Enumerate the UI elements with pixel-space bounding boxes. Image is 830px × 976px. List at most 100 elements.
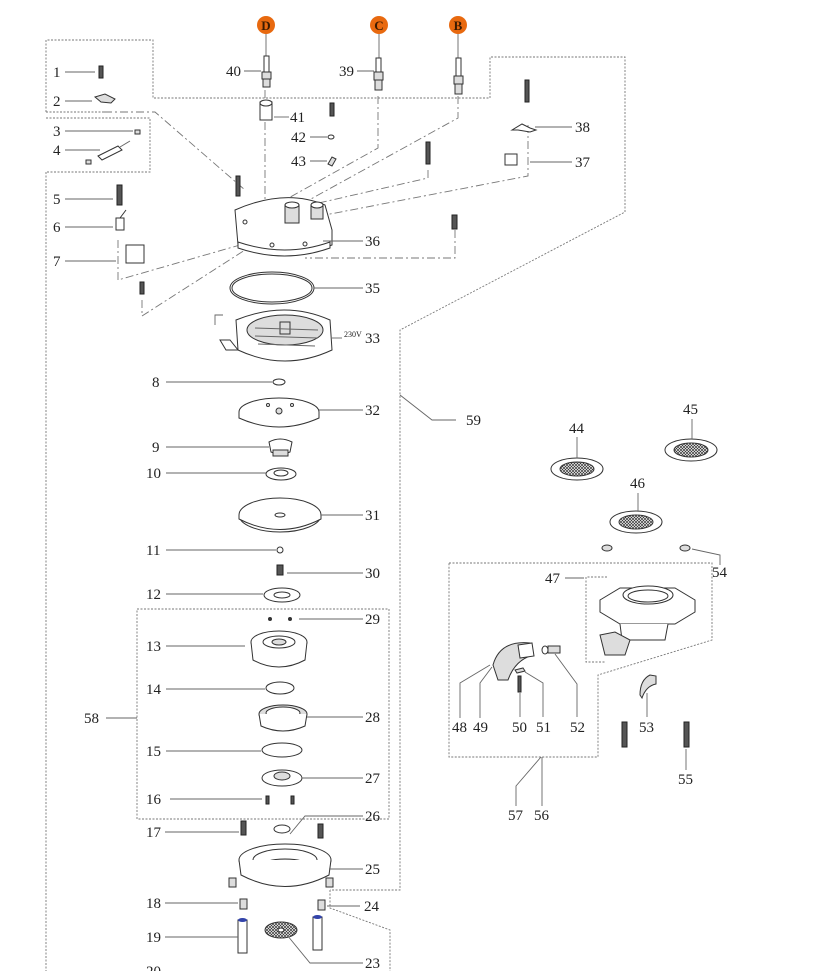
boundary-3-4 <box>46 117 151 173</box>
label-24: 24 <box>364 899 380 915</box>
label-49: 49 <box>473 720 488 736</box>
part-48-49-handle <box>492 642 535 681</box>
part-2-clamp <box>93 93 116 104</box>
part-10-washer <box>265 467 297 481</box>
label-13: 13 <box>146 639 161 655</box>
label-59: 59 <box>466 413 481 429</box>
part-42-oring <box>327 134 335 140</box>
part-38-clip <box>510 123 538 133</box>
label-42: 42 <box>291 130 306 146</box>
label-57: 57 <box>508 808 524 824</box>
label-12: 12 <box>146 587 161 603</box>
connector-label-B: B <box>454 18 463 33</box>
label-46: 46 <box>630 476 646 492</box>
label-53: 53 <box>639 720 654 736</box>
part-54-washers <box>601 544 691 552</box>
label-2: 2 <box>53 94 61 110</box>
connector-bubble-D <box>257 16 275 34</box>
part-7-block <box>125 244 145 264</box>
label-31: 31 <box>365 508 380 524</box>
part-screw-right-cover <box>451 214 458 230</box>
part-9-plug <box>268 438 293 457</box>
label-28: 28 <box>365 710 380 726</box>
label-47: 47 <box>545 571 561 587</box>
part-14-oring <box>265 681 295 695</box>
assembly-lines <box>104 90 529 317</box>
part-51-nut <box>514 667 526 674</box>
label-30: 30 <box>365 566 380 582</box>
connector-label-D: D <box>261 18 270 33</box>
connector-D: D <box>257 16 275 56</box>
group-boundaries <box>45 39 713 971</box>
part-19-pins <box>237 915 323 954</box>
part-4-sensor <box>85 140 131 165</box>
label-14: 14 <box>146 682 162 698</box>
part-8-oring <box>272 378 286 386</box>
label-1: 1 <box>53 65 61 81</box>
part-39-fitting <box>373 57 384 91</box>
label-41: 41 <box>290 110 305 126</box>
part-32-plate <box>238 397 320 428</box>
label-3: 3 <box>53 124 61 140</box>
label-15: 15 <box>146 744 161 760</box>
part-41-spacer <box>259 99 273 121</box>
part-11-valve <box>276 546 284 554</box>
part-B-fitting <box>453 57 464 95</box>
part-6-bracket <box>115 209 127 231</box>
label-6: 6 <box>53 220 61 236</box>
part-37-connector <box>504 153 518 166</box>
part-36-top-cover <box>234 197 333 257</box>
part-55-screws <box>621 721 690 748</box>
part-35-gasket <box>229 271 315 305</box>
boundary-56-57 <box>448 562 713 758</box>
label-50: 50 <box>512 720 527 736</box>
part-1-screw <box>98 65 104 79</box>
part-30-spring <box>276 564 284 576</box>
label-40: 40 <box>226 64 241 80</box>
part-17-springs <box>240 820 324 839</box>
label-56: 56 <box>534 808 550 824</box>
label-35: 35 <box>365 281 380 297</box>
part-screw-42-top <box>329 102 335 117</box>
part-28-seal <box>258 704 308 732</box>
part-52-pin <box>541 645 561 655</box>
part-33-heater <box>214 309 333 362</box>
label-27: 27 <box>365 771 381 787</box>
part-16-screws <box>265 795 295 805</box>
label-17: 17 <box>146 825 162 841</box>
connector-label-C: C <box>374 18 383 33</box>
part-25-group-head <box>228 843 334 888</box>
label-11: 11 <box>146 543 160 559</box>
label-37: 37 <box>575 155 591 171</box>
leader-lines <box>65 70 721 964</box>
part-43-clip <box>327 156 337 167</box>
label-16: 16 <box>146 792 162 808</box>
part-23-shower-screen <box>264 921 298 939</box>
part-27-diffuser <box>261 769 303 787</box>
label-20: 20 <box>146 964 161 971</box>
label-55: 55 <box>678 772 693 788</box>
part-labels: 1 2 3 4 5 6 7 40 39 41 42 43 38 37 36 35… <box>53 64 728 976</box>
part-26-oring <box>273 824 291 834</box>
part-screw-left-lower <box>139 281 145 295</box>
connector-B: B <box>449 16 467 58</box>
part-screw-left-cover <box>235 175 241 197</box>
label-51: 51 <box>536 720 551 736</box>
label-19: 19 <box>146 930 161 946</box>
boundary-47 <box>585 576 607 663</box>
part-53-spout <box>639 674 657 700</box>
label-33: 33 <box>365 331 380 347</box>
label-38: 38 <box>575 120 590 136</box>
label-32: 32 <box>365 403 380 419</box>
label-43: 43 <box>291 154 306 170</box>
boundary-58 <box>136 608 390 820</box>
connector-bubble-C <box>370 16 388 34</box>
connector-C: C <box>370 16 388 58</box>
part-29-pins <box>268 617 292 621</box>
label-44: 44 <box>569 421 585 437</box>
part-screw-38-top <box>524 79 530 103</box>
label-36: 36 <box>365 234 381 250</box>
part-44-filter-basket <box>550 457 604 481</box>
label-9: 9 <box>152 440 160 456</box>
label-39: 39 <box>339 64 354 80</box>
